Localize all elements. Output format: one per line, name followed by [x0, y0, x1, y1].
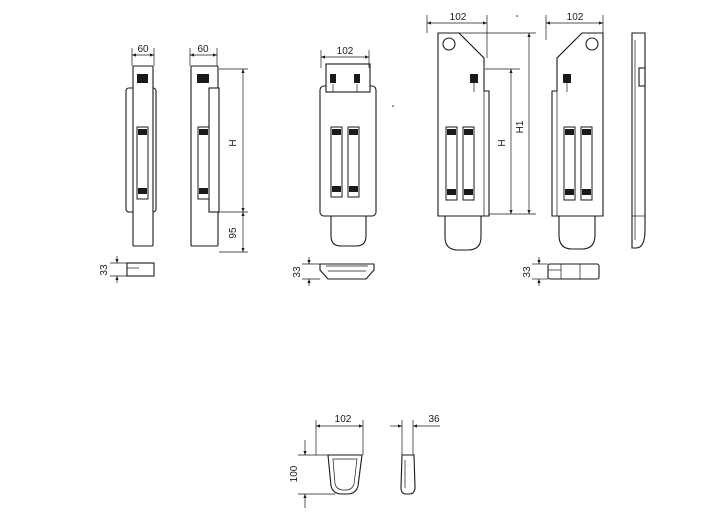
view-a-profile: 33 [99, 256, 155, 283]
dim-33-c: 33 [292, 266, 303, 278]
cap-side: 36 [390, 414, 440, 495]
view-e-front: 102 [545, 12, 604, 250]
view-f-side [631, 32, 646, 249]
dim-102-bottom: 102 [335, 414, 352, 425]
dim-h-d: H [497, 139, 508, 146]
dim-60-b: 60 [197, 44, 209, 55]
dim-h-b: H [228, 139, 239, 146]
dim-100: 100 [289, 465, 300, 482]
view-c-front: 102 [319, 46, 377, 247]
dim-h1-d: H1 [515, 120, 526, 133]
view-b-front: 60 H 95 [189, 44, 248, 253]
cap-front: 102 100 [289, 414, 364, 508]
view-a-front: 60 [125, 44, 157, 247]
view-e-profile: 33 [522, 257, 600, 286]
dim-33-a: 33 [99, 264, 110, 276]
view-c-profile: 33 [292, 257, 375, 286]
dim-102-e: 102 [567, 12, 584, 23]
dim-95: 95 [228, 227, 239, 239]
dim-102-c: 102 [337, 46, 354, 57]
dim-33-e: 33 [522, 266, 533, 278]
view-d-front: 102 H H1 [426, 12, 536, 251]
dim-60-a: 60 [137, 44, 149, 55]
dim-36: 36 [428, 414, 440, 425]
dim-102-d: 102 [450, 12, 467, 23]
